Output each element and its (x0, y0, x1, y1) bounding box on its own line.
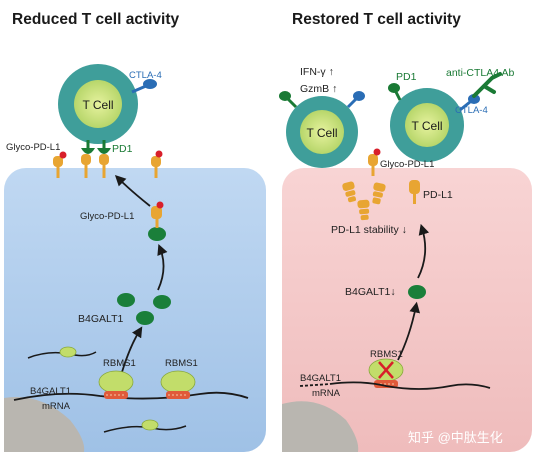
left-rbms1-bound-b (160, 370, 196, 399)
right-tumor-cell (282, 168, 532, 452)
right-stability-label: PD-L1 stability ↓ (331, 224, 407, 236)
left-arrow-to-vesicle (157, 243, 168, 291)
right-nucleus (282, 401, 359, 452)
right-intact-pdl1 (409, 180, 420, 204)
right-b4galt1-mrna (329, 381, 491, 390)
glyco-pdl1-marker-2 (81, 154, 91, 178)
right-mrna-label-line2: mRNA (312, 388, 341, 399)
left-free-rbms1-1 (59, 346, 77, 358)
left-b4galt1-proteins (117, 293, 171, 325)
left-surface-glyco-pdl1-group (53, 150, 163, 178)
right-panel: IFN-γ ↑ GzmB ↑ T Cell T Cell PD1 (279, 66, 532, 452)
right-pdl1-label: PD-L1 (423, 189, 453, 201)
left-free-rbms1-2 (141, 419, 159, 431)
left-glyco-pdl1-top-label: Glyco-PD-L1 (6, 142, 60, 153)
left-tcell-label: T Cell (82, 98, 113, 112)
right-tcell-a-pd1 (279, 91, 298, 109)
right-surface-glyco-pdl1 (368, 148, 381, 176)
left-mrna-label-line2: mRNA (42, 401, 71, 412)
left-b4galt1-label: B4GALT1 (78, 313, 123, 325)
right-b4galt1-protein (408, 285, 426, 299)
right-rbms1-label: RBMS1 (370, 349, 403, 360)
right-arrow-to-protein (397, 301, 421, 361)
left-b4galt1-mrna (13, 391, 249, 401)
right-inhibition-x-icon (378, 361, 394, 379)
left-panel: T Cell CTLA-4 PD1 Glyco-PD-L1 (4, 64, 266, 452)
left-rbms1-label-b: RBMS1 (165, 358, 198, 369)
right-arrow-to-stability (417, 223, 430, 279)
glyco-pdl1-marker-4 (151, 150, 163, 178)
left-vesicle-glyco-pdl1 (148, 201, 166, 241)
right-tcell-a: T Cell (286, 96, 358, 168)
right-tcell-b: T Cell (390, 88, 464, 162)
right-ctla4-label: CTLA-4 (455, 105, 488, 116)
right-ifn-label: IFN-γ ↑ (300, 66, 334, 78)
right-gzmb-label: GzmB ↑ (300, 83, 337, 95)
right-mrna-degraded-segment (299, 383, 331, 387)
left-pd1-label: PD1 (112, 143, 133, 155)
right-b4galt1-label: B4GALT1↓ (345, 286, 396, 298)
left-ctla4-receptor (131, 79, 157, 94)
left-mrna-label-line1: B4GALT1 (30, 386, 71, 397)
right-tcell-a-ctla4 (346, 91, 365, 109)
left-pd1-receptors (81, 140, 111, 154)
right-mrna-label-line1: B4GALT1 (300, 373, 341, 384)
left-arrow-to-membrane (114, 174, 151, 207)
right-ctla4-antibody-complex (459, 72, 502, 112)
right-title: Restored T cell activity (292, 11, 461, 28)
left-tumor-cell (4, 168, 266, 452)
right-tcell-b-pd1 (388, 83, 402, 101)
glyco-pdl1-marker-1 (53, 151, 67, 178)
left-rbms1-bound-a (98, 370, 134, 399)
watermark: 知乎 @中肽生化 (408, 430, 503, 445)
left-ctla4-label: CTLA-4 (129, 70, 162, 81)
left-title: Reduced T cell activity (12, 11, 179, 28)
right-pd1-label: PD1 (396, 71, 417, 83)
left-rbms1-label-a: RBMS1 (103, 358, 136, 369)
right-tcell-a-label: T Cell (306, 126, 337, 140)
left-tcell: T Cell (58, 64, 138, 144)
left-glyco-pdl1-inner-label: Glyco-PD-L1 (80, 211, 134, 222)
right-antibody-label: anti-CTLA4 Ab (446, 67, 514, 79)
glyco-pdl1-marker-3 (99, 154, 109, 178)
right-tcell-b-label: T Cell (411, 119, 442, 133)
right-glyco-pdl1-label: Glyco-PD-L1 (380, 159, 434, 170)
right-degraded-pdl1-group (342, 181, 386, 221)
left-arrow-to-protein (121, 326, 143, 373)
left-nucleus (4, 396, 85, 452)
